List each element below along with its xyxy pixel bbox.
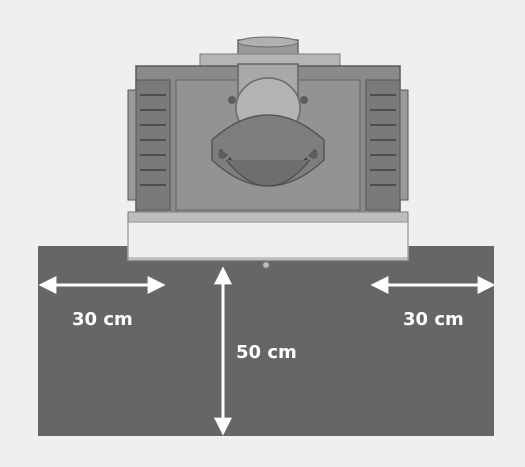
left-clearance-label: 30 cm xyxy=(72,309,133,330)
center-mark xyxy=(262,261,270,269)
fireplace-insert-illustration xyxy=(127,36,409,269)
floor-protection-zone xyxy=(38,246,494,436)
insert-base-plate xyxy=(127,221,409,261)
right-clearance-label: 30 cm xyxy=(403,309,464,330)
front-clearance-label: 50 cm xyxy=(236,342,297,363)
